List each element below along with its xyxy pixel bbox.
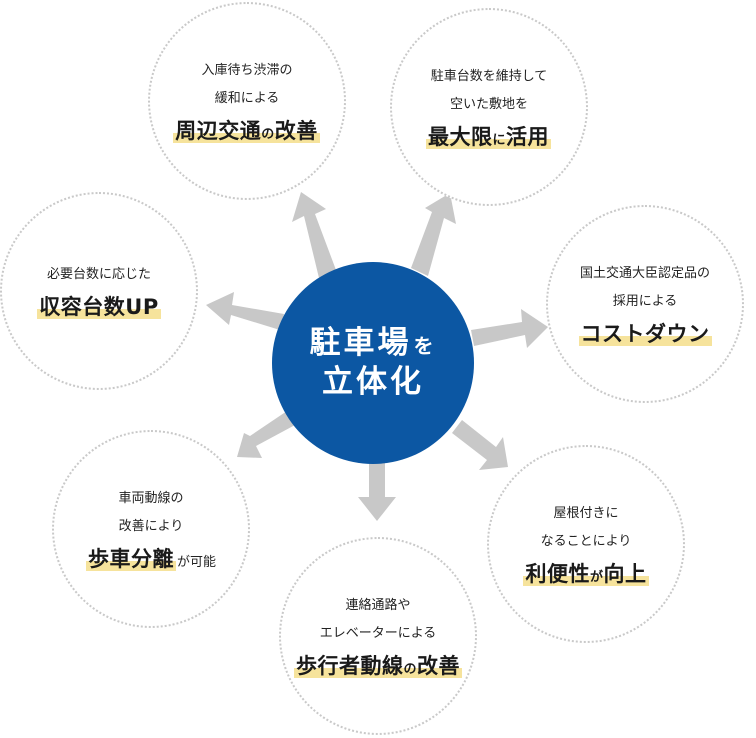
benefit-pedestrian-separation: 車両動線の 改善により 歩車分離が可能 xyxy=(52,430,250,628)
node-text-line-2: エレベーターによる xyxy=(319,626,437,641)
highlight-main: 利便性 xyxy=(525,562,590,586)
node-highlight: 利便性が向上 xyxy=(523,562,649,586)
highlight-main: 最大限 xyxy=(427,125,493,149)
benefit-convenience: 屋根付きに なることにより 利便性が向上 xyxy=(487,445,685,643)
node-text-line-1: 車両動線の xyxy=(118,491,184,506)
arrow-left xyxy=(206,292,284,330)
center-circle: 駐車場を 立体化 xyxy=(272,262,474,464)
highlight-end: 改善 xyxy=(274,119,318,143)
highlight-main: 周辺交通 xyxy=(175,119,262,143)
highlight-particle: が xyxy=(589,570,604,585)
benefit-land-use: 駐車台数を維持して 空いた敷地を 最大限に活用 xyxy=(390,8,588,206)
highlight-main: 歩行者動線 xyxy=(295,654,404,678)
node-highlight: 収容台数UP xyxy=(37,295,161,319)
highlight-end: 活用 xyxy=(506,125,549,149)
node-highlight: コストダウン xyxy=(578,322,712,346)
arrow-bottom-right xyxy=(452,420,508,470)
node-highlight: 最大限に活用 xyxy=(425,125,551,149)
highlight-end: 向上 xyxy=(603,562,647,586)
highlight-particle: の xyxy=(403,662,417,677)
highlight-particle: に xyxy=(492,133,506,148)
highlight-main: 収容台数UP xyxy=(39,295,159,319)
highlight-main: コストダウン xyxy=(580,322,710,346)
node-highlight: 歩車分離 xyxy=(85,547,176,571)
arrow-bottom-left xyxy=(237,411,295,458)
node-highlight: 歩行者動線の改善 xyxy=(293,654,462,678)
node-highlight-row: 利便性が向上 xyxy=(523,558,649,588)
node-text-line-2: 採用による xyxy=(612,294,678,309)
center-title-1: 駐車場 xyxy=(309,325,412,362)
node-highlight-row: 周辺交通の改善 xyxy=(173,115,321,145)
node-text-line-2: 空いた敷地を xyxy=(449,97,528,112)
arrow-right xyxy=(471,309,548,348)
node-text-line-2: 改善により xyxy=(118,519,184,534)
benefit-traffic-improvement: 入庫待ち渋滞の 緩和による 周辺交通の改善 xyxy=(148,2,346,200)
center-line-1: 駐車場を xyxy=(310,324,437,363)
highlight-end: 改善 xyxy=(417,654,460,678)
center-title-2: 立体化 xyxy=(322,364,424,400)
benefit-cost-down: 国土交通大臣認定品の 採用による コストダウン xyxy=(546,205,744,403)
node-text-line-2: なることにより xyxy=(540,534,632,549)
node-highlight-row: コストダウン xyxy=(578,318,712,348)
benefit-capacity-up: 必要台数に応じた 収容台数UP xyxy=(0,192,198,390)
center-particle: を xyxy=(413,334,437,359)
node-highlight: 周辺交通の改善 xyxy=(173,119,320,143)
node-text-line-1: 屋根付きに xyxy=(553,506,619,521)
node-text-line-1: 必要台数に応じた xyxy=(46,267,151,282)
node-tail: が可能 xyxy=(176,555,216,570)
node-highlight-row: 最大限に活用 xyxy=(425,121,552,151)
highlight-particle: の xyxy=(261,127,275,142)
node-text-line-2: 緩和による xyxy=(214,91,280,106)
node-text-line-1: 国土交通大臣認定品の xyxy=(579,266,710,281)
benefit-pedestrian-flow: 連絡通路や エレベーターによる 歩行者動線の改善 xyxy=(279,537,477,735)
node-highlight-row: 収容台数UP xyxy=(37,291,161,321)
arrow-bottom xyxy=(358,460,396,521)
arrow-top-left xyxy=(292,192,336,278)
arrow-top-right xyxy=(411,193,456,276)
node-text-line-1: 連絡通路や xyxy=(345,598,411,613)
node-highlight-row: 歩行者動線の改善 xyxy=(293,650,462,680)
highlight-main: 歩車分離 xyxy=(87,547,174,571)
node-text-line-1: 入庫待ち渋滞の xyxy=(201,63,293,78)
node-highlight-row: 歩車分離が可能 xyxy=(85,543,216,573)
node-text-line-1: 駐車台数を維持して xyxy=(430,69,548,84)
